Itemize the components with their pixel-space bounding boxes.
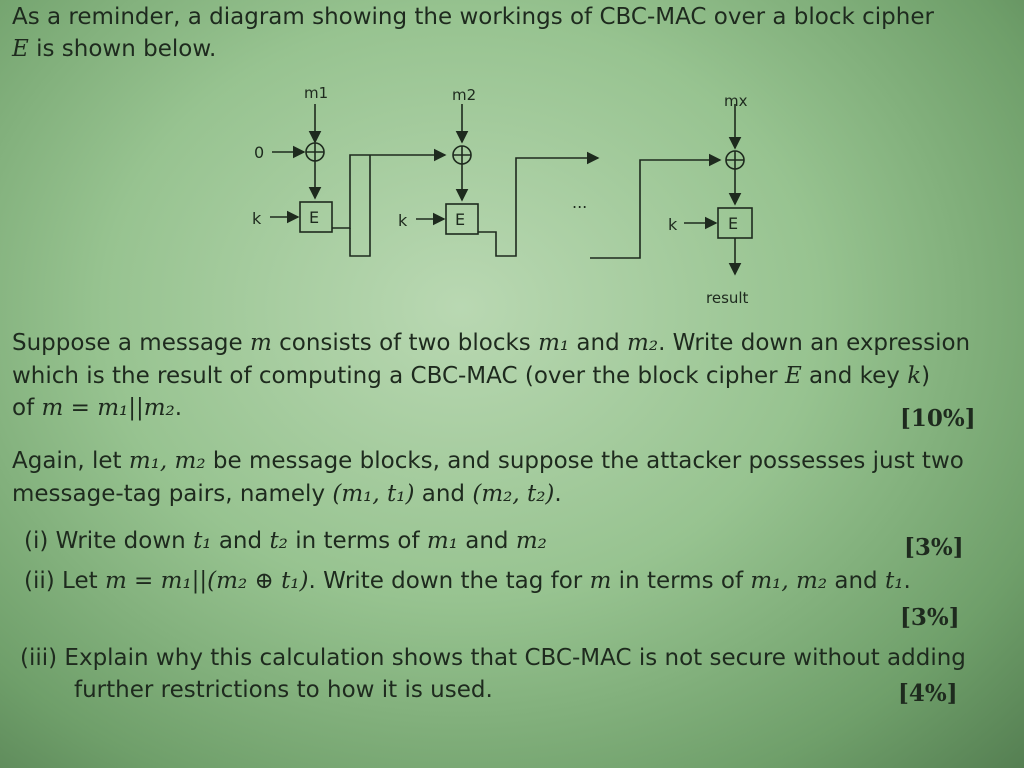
cipher-box-3: E	[728, 214, 738, 233]
part-iii-line-1: (iii) Explain why this calculation shows…	[20, 645, 966, 671]
text: . Write down the tag for	[308, 568, 590, 594]
math: (m₂, t₂)	[472, 481, 555, 507]
text: . Write down an expression	[658, 330, 971, 356]
intro-line-2: E is shown below.	[12, 36, 216, 62]
math: m₂	[627, 330, 659, 356]
intro-line-1: As a reminder, a diagram showing the wor…	[12, 4, 934, 30]
text: message-tag pairs, namely	[12, 481, 333, 507]
q2-line-1: Again, let m₁, m₂ be message blocks, and…	[12, 448, 964, 474]
math: m = m₁||m₂	[41, 395, 175, 421]
cipher-variable: E	[12, 36, 29, 62]
math: m₂	[515, 528, 547, 554]
text: and	[569, 330, 628, 356]
intro-line-2-text: is shown below.	[28, 36, 217, 62]
text: be message blocks, and suppose the attac…	[205, 448, 964, 474]
math: m₁, m₂	[750, 568, 828, 594]
text: .	[554, 481, 562, 507]
q1-mark: [10%]	[900, 405, 976, 432]
text: which is the result of computing a CBC-M…	[12, 363, 785, 389]
text: Suppose a message	[12, 330, 250, 356]
math: m	[249, 330, 272, 356]
text: (ii) Let	[24, 568, 105, 594]
q1-line-2: which is the result of computing a CBC-M…	[12, 363, 930, 389]
key-label-2: k	[398, 211, 408, 230]
text: Again, let	[12, 448, 129, 474]
part-ii-mark: [3%]	[900, 604, 960, 631]
cipher-box-1: E	[309, 208, 319, 227]
math: t₂	[269, 528, 288, 554]
text: .	[174, 395, 183, 421]
math: m₁, m₂	[128, 448, 206, 474]
cipher-box-2: E	[455, 210, 465, 229]
part-i-mark: [3%]	[904, 534, 964, 561]
text: and	[211, 528, 270, 554]
math: m₁	[426, 528, 458, 554]
part-i: (i) Write down t₁ and t₂ in terms of m₁ …	[24, 528, 547, 554]
part-iii-mark: [4%]	[898, 680, 958, 707]
ellipsis: ...	[572, 193, 587, 212]
math: E	[784, 363, 802, 389]
math: t₁	[884, 568, 904, 594]
text: .	[903, 568, 911, 594]
q2-line-2: message-tag pairs, namely (m₁, t₁) and (…	[12, 481, 562, 507]
text: (i) Write down	[24, 528, 194, 554]
result-label: result	[706, 289, 749, 307]
math: m = m₁||(m₂ ⊕ t₁)	[104, 568, 309, 594]
text: of	[12, 395, 42, 421]
input-mx-label: mx	[724, 92, 748, 110]
math: m	[589, 568, 612, 594]
text: consists of two blocks	[271, 330, 539, 356]
zero-iv-label: 0	[254, 143, 264, 162]
text: in terms of	[287, 528, 427, 554]
text: and key	[801, 363, 908, 389]
q1-line-1: Suppose a message m consists of two bloc…	[12, 330, 970, 356]
text: in terms of	[611, 568, 751, 594]
part-iii-line-2: further restrictions to how it is used.	[74, 677, 493, 703]
math: (m₁, t₁)	[332, 481, 415, 507]
key-label-3: k	[668, 215, 678, 234]
math: t₁	[193, 528, 212, 554]
text: and	[827, 568, 885, 594]
text: and	[414, 481, 473, 507]
part-ii: (ii) Let m = m₁||(m₂ ⊕ t₁). Write down t…	[24, 568, 911, 594]
text: and	[457, 528, 516, 554]
key-label-1: k	[252, 209, 262, 228]
input-m1-label: m1	[304, 84, 328, 102]
cbc-mac-diagram: m1 m2 mx 0 k k k E E E ... result	[252, 84, 753, 307]
q1-line-3: of m = m₁||m₂.	[12, 395, 182, 421]
math: m₁	[538, 330, 570, 356]
math: k	[907, 363, 922, 389]
input-m2-label: m2	[452, 86, 476, 104]
text: )	[921, 363, 931, 389]
